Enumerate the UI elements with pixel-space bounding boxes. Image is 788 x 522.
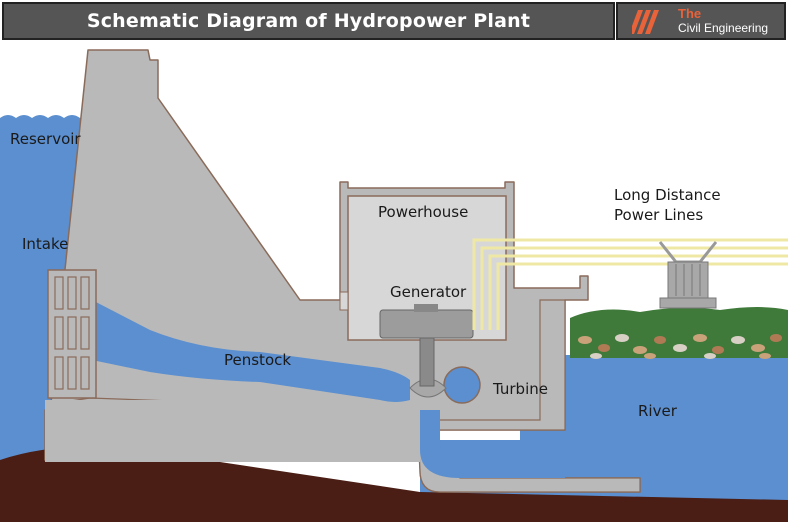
label-power-lines-1: Long Distance (614, 186, 721, 204)
intake-grate (47, 269, 97, 399)
label-intake: Intake (22, 235, 68, 253)
ground (0, 446, 788, 522)
transformer-tower (658, 241, 718, 309)
logo-the-text: The (678, 6, 702, 21)
turbine-housing (443, 366, 481, 404)
generator-body (379, 309, 474, 339)
logo-stripes-icon (632, 10, 659, 34)
generator-top (414, 304, 438, 312)
page-title: Schematic Diagram of Hydropower Plant (86, 10, 531, 32)
label-turbine: Turbine (492, 380, 548, 398)
penstock-channel (92, 300, 410, 402)
label-river: River (638, 402, 678, 420)
riverbank-stones (578, 334, 782, 359)
logo: The Civil Engineering (616, 2, 786, 40)
hydropower-diagram: Reservoir Intake Powerhouse Generator Pe… (0, 49, 788, 522)
header: Schematic Diagram of Hydropower Plant Th… (0, 0, 788, 43)
label-penstock: Penstock (224, 351, 291, 369)
generator-shaft (419, 337, 435, 387)
label-powerhouse: Powerhouse (378, 203, 468, 221)
logo-name-text: Civil Engineering (678, 21, 769, 35)
label-generator: Generator (390, 283, 467, 301)
dam-base-block (45, 400, 420, 462)
riverbank (570, 307, 788, 358)
tailrace-channel (420, 410, 565, 478)
label-power-lines-2: Power Lines (614, 206, 703, 224)
powerhouse-door (339, 291, 349, 311)
title-banner: Schematic Diagram of Hydropower Plant (2, 2, 615, 40)
dam-foundation (44, 299, 641, 493)
label-reservoir: Reservoir (10, 130, 81, 148)
